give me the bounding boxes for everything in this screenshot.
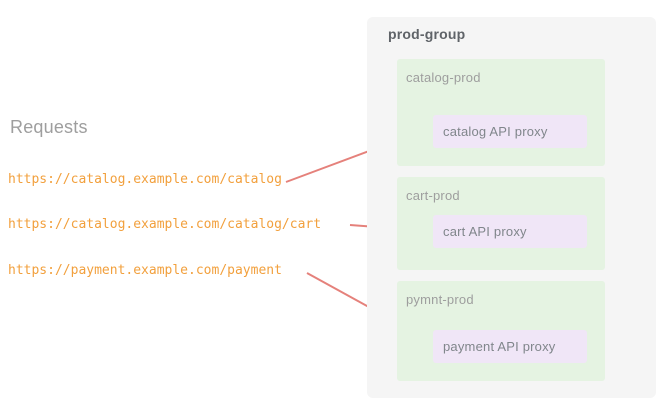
catalog-api-proxy-box: catalog API proxy — [433, 115, 587, 148]
requests-heading: Requests — [10, 117, 88, 137]
environment-name: catalog-prod — [406, 70, 481, 85]
cart-api-proxy-box: cart API proxy — [433, 215, 587, 248]
environment-name: cart-prod — [406, 188, 460, 203]
environment-catalog-prod: catalog-prod catalog API proxy — [397, 59, 605, 166]
proxy-label: cart API proxy — [443, 224, 527, 239]
proxy-label: payment API proxy — [443, 339, 556, 354]
proxy-label: catalog API proxy — [443, 124, 548, 139]
environment-cart-prod: cart-prod cart API proxy — [397, 177, 605, 270]
environment-name: pymnt-prod — [406, 292, 474, 307]
prod-group-title: prod-group — [388, 26, 466, 42]
request-url-catalog-cart: https://catalog.example.com/catalog/cart — [8, 217, 322, 232]
request-url-payment: https://payment.example.com/payment — [8, 263, 282, 278]
request-url-catalog: https://catalog.example.com/catalog — [8, 172, 282, 187]
payment-api-proxy-box: payment API proxy — [433, 330, 587, 363]
environment-pymnt-prod: pymnt-prod payment API proxy — [397, 281, 605, 381]
prod-group-panel: prod-group catalog-prod catalog API prox… — [367, 17, 656, 398]
